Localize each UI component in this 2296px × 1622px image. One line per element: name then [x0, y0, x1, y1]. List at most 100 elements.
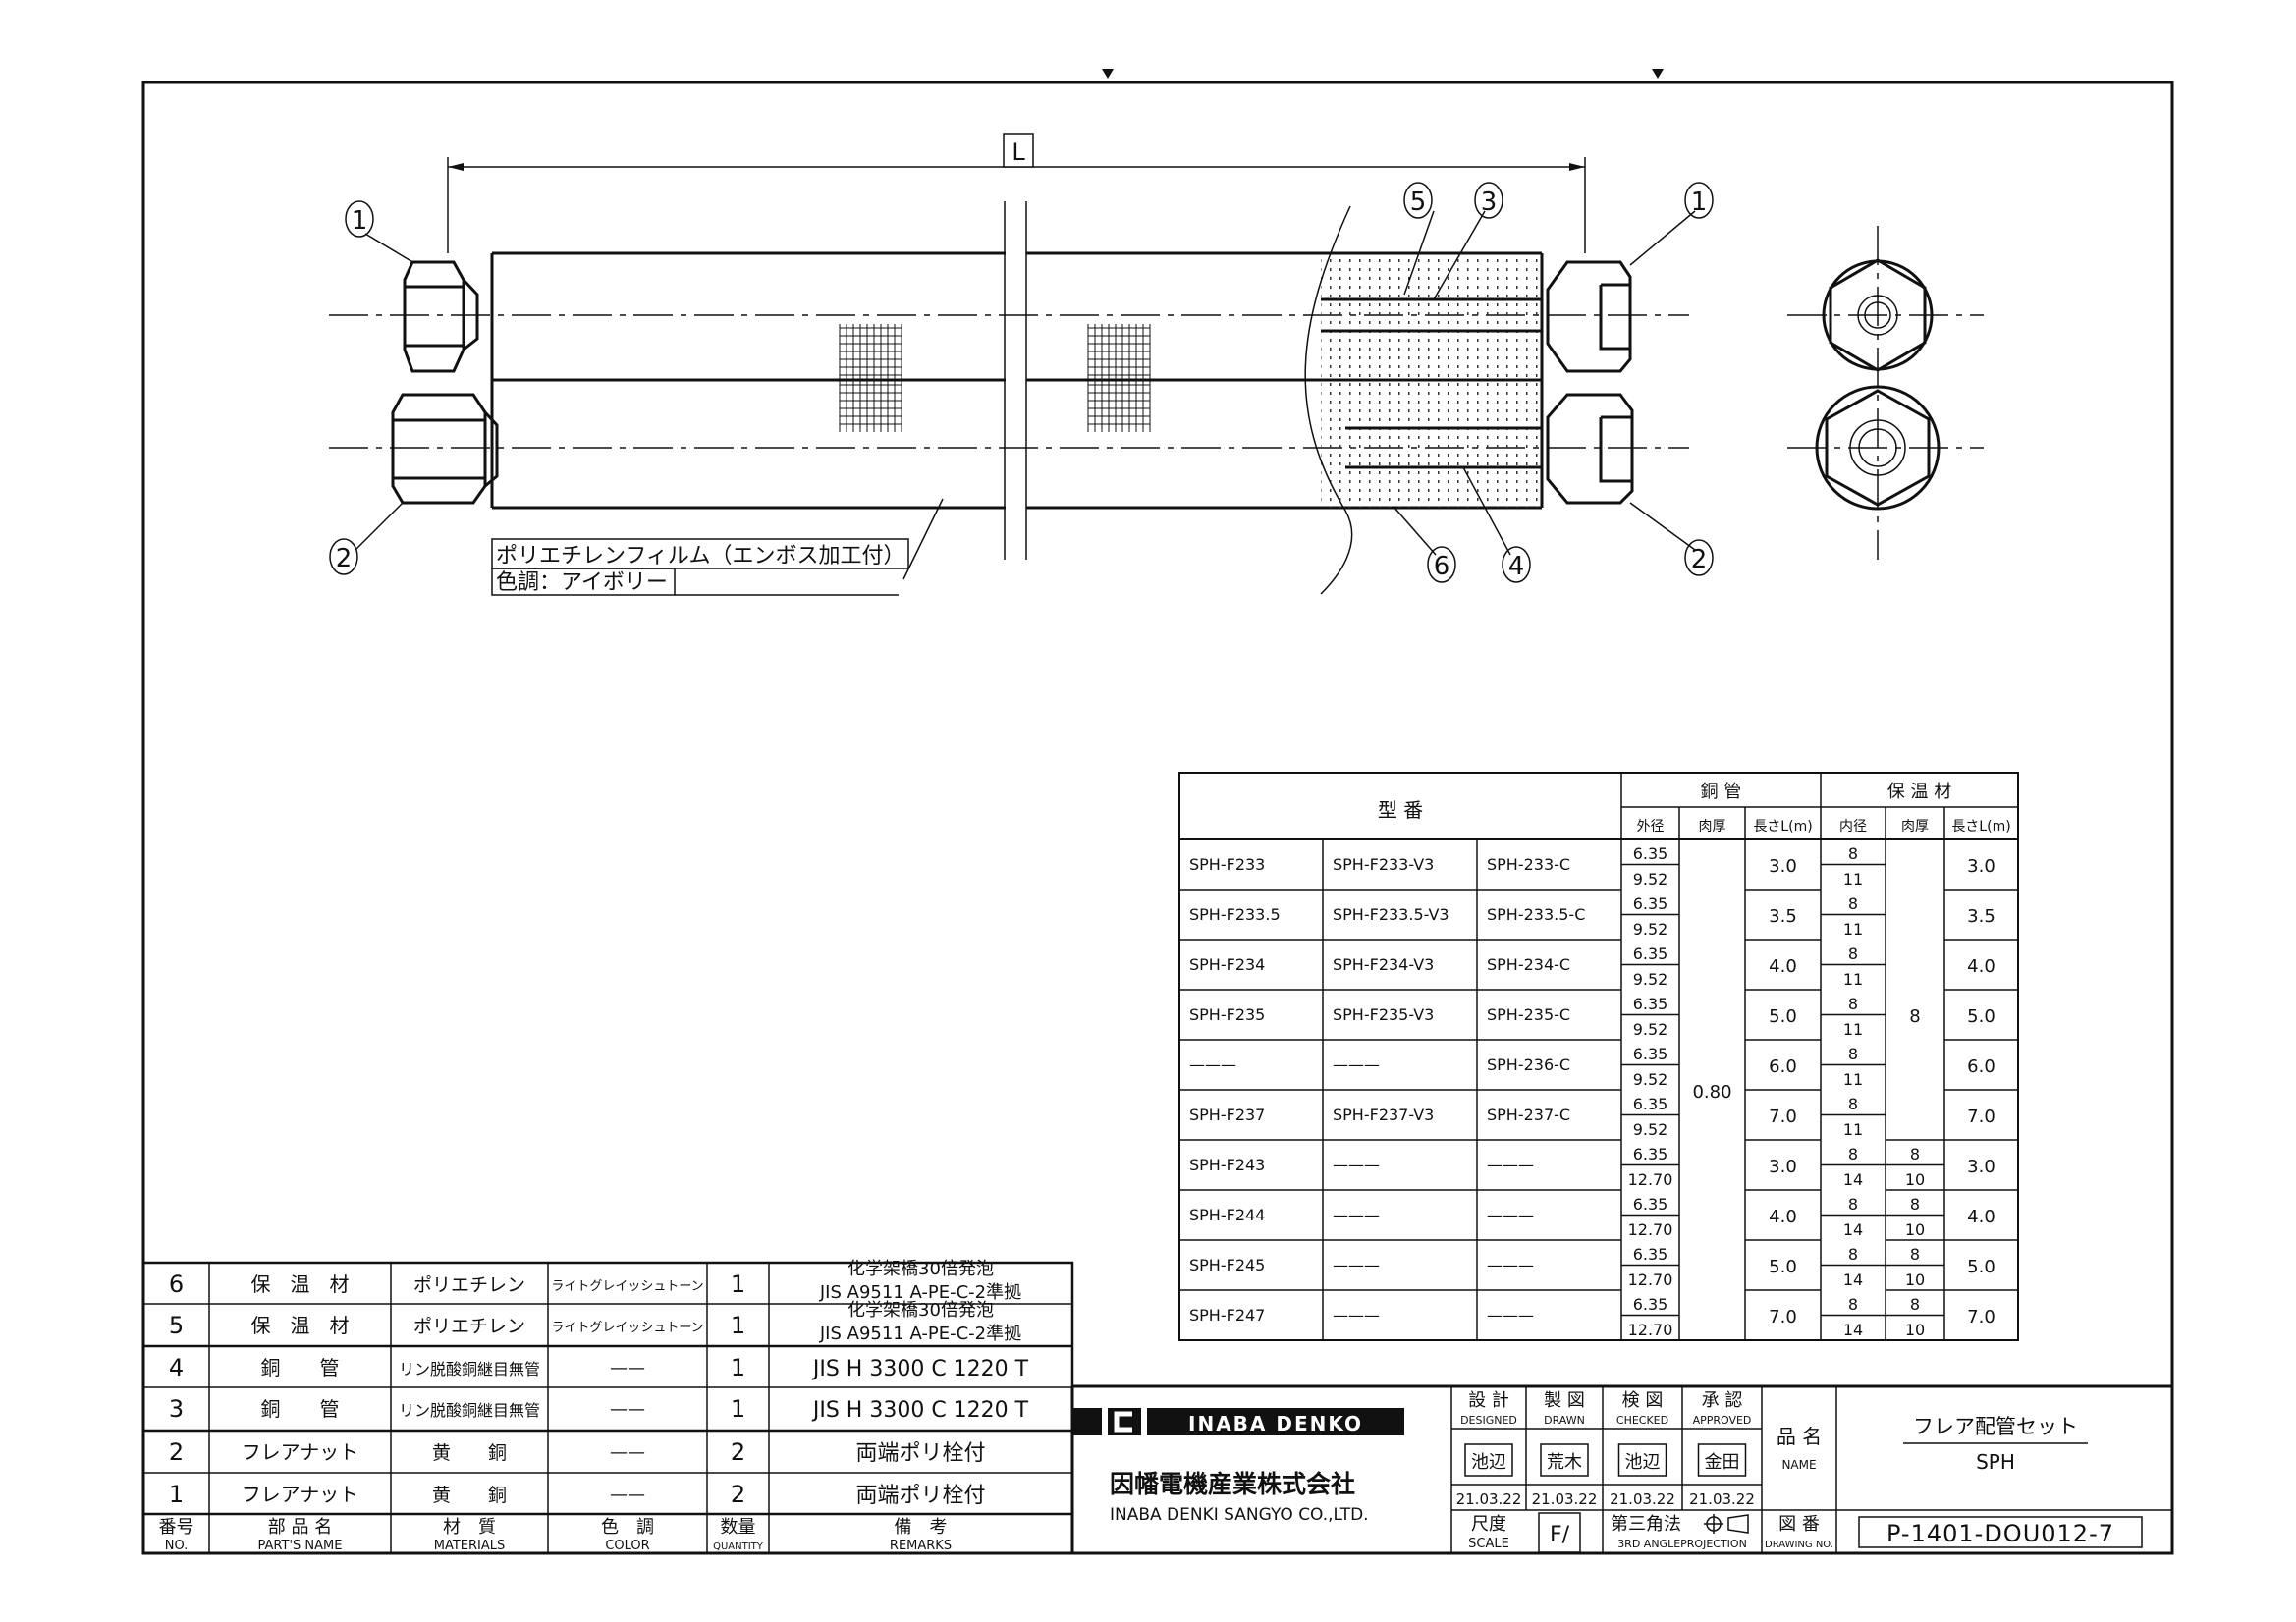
model-number: SPH-F234	[1189, 955, 1265, 974]
model-number: SPH-F233.5-V3	[1333, 905, 1449, 924]
insulation-length: 3.5	[1967, 906, 1995, 927]
outer-diameter: 6.35	[1633, 844, 1668, 863]
part-number: 6	[169, 1271, 184, 1298]
copper-length: 3.0	[1769, 1157, 1797, 1177]
model-number: ———	[1189, 1055, 1236, 1074]
part-quantity: 1	[731, 1271, 745, 1298]
balloon-2-right: 2	[1684, 539, 1714, 576]
part-remarks: JIS A9511 A-PE-C-2準拠	[819, 1282, 1021, 1303]
role-label: 製 図	[1544, 1390, 1585, 1411]
insulation-wall: 8	[1910, 1245, 1920, 1264]
part-material: リン脱酸銅継目無管	[399, 1360, 540, 1379]
copper-length: 3.5	[1769, 906, 1797, 927]
role-label: 検 図	[1622, 1390, 1664, 1411]
outer-diameter: 6.35	[1633, 1245, 1668, 1264]
balloon-4: 4	[1502, 546, 1531, 583]
part-balloons: 1 5 3 1 2 6 4 2	[329, 182, 1714, 583]
role-person: 池辺	[1471, 1452, 1506, 1473]
model-number: ———	[1333, 1156, 1380, 1174]
inner-diameter: 8	[1848, 1195, 1858, 1214]
outer-diameter: 6.35	[1633, 1145, 1668, 1163]
column-header: 備 考	[895, 1517, 948, 1538]
part-quantity: 1	[731, 1312, 745, 1339]
role-label-en: APPROVED	[1693, 1414, 1752, 1427]
part-remarks: 両端ポリ栓付	[855, 1441, 985, 1466]
model-number: ———	[1333, 1306, 1380, 1325]
brand-name: INABA DENKO	[1188, 1412, 1363, 1435]
part-remarks: 化学架橋30倍発泡	[847, 1259, 994, 1279]
inner-diameter: 8	[1848, 1145, 1858, 1163]
insulation-wall: 8	[1910, 1295, 1920, 1314]
inner-diameter: 11	[1843, 870, 1863, 889]
insulation-wall-common: 8	[1909, 1006, 1920, 1027]
inner-diameter: 11	[1843, 1120, 1863, 1139]
column-header-en: PART'S NAME	[258, 1539, 343, 1553]
model-number: SPH-236-C	[1487, 1055, 1570, 1074]
color-note: 色調：アイボリー	[496, 570, 668, 595]
inner-diameter: 14	[1843, 1220, 1863, 1239]
part-material: ポリエチレン	[413, 1316, 525, 1337]
model-number: SPH-235-C	[1487, 1005, 1570, 1024]
part-material: ポリエチレン	[413, 1274, 525, 1296]
role-label: 承 認	[1702, 1390, 1743, 1411]
part-quantity: 1	[731, 1354, 745, 1381]
sub-header: 内径	[1839, 819, 1867, 835]
part-quantity: 2	[731, 1438, 745, 1466]
sub-header: 長さL(m)	[1753, 819, 1812, 835]
model-header: 型 番	[1378, 798, 1423, 822]
inner-diameter: 8	[1848, 1295, 1858, 1314]
drawing-number: P-1401-DOU012-7	[1886, 1520, 2114, 1547]
balloon-6: 6	[1427, 546, 1456, 583]
projection-label: 第三角法	[1611, 1514, 1681, 1535]
role-date: 21.03.22	[1532, 1490, 1598, 1508]
balloon-1-left: 1	[345, 200, 374, 238]
model-number: SPH-F233	[1189, 855, 1265, 874]
column-header-en: QUANTITY	[713, 1541, 764, 1552]
part-number: 2	[169, 1438, 184, 1466]
model-number: SPH-234-C	[1487, 955, 1570, 974]
sub-header: 肉厚	[1901, 819, 1929, 835]
inner-diameter: 11	[1843, 1070, 1863, 1089]
model-number: SPH-F235	[1189, 1005, 1265, 1024]
copper-pipe-header: 銅 管	[1701, 782, 1742, 802]
copper-wall-thickness: 0.80	[1692, 1082, 1731, 1103]
outer-diameter: 9.52	[1633, 920, 1668, 939]
model-number: SPH-F233-V3	[1333, 855, 1434, 874]
column-header: 材 質	[443, 1517, 496, 1538]
company-logo	[1072, 1408, 1102, 1435]
balloon-2-left: 2	[329, 538, 358, 575]
model-number: SPH-F237-V3	[1333, 1106, 1434, 1124]
part-material: 黄 銅	[432, 1485, 507, 1506]
insulation-length: 5.0	[1967, 1257, 1995, 1277]
insulation-length: 4.0	[1967, 1207, 1995, 1227]
part-number: 4	[169, 1354, 184, 1381]
balloon-5: 5	[1403, 182, 1433, 219]
model-number: SPH-F237	[1189, 1106, 1265, 1124]
insulation-wall: 10	[1905, 1170, 1925, 1189]
role-date: 21.03.22	[1610, 1490, 1675, 1508]
model-number: SPH-233-C	[1487, 855, 1570, 874]
dimension-label: L	[1011, 138, 1025, 166]
model-number: SPH-233.5-C	[1487, 905, 1585, 924]
insulation-length: 5.0	[1967, 1006, 1995, 1027]
part-color: ライトグレイッシュトーン	[551, 1321, 703, 1335]
inner-diameter: 8	[1848, 894, 1858, 913]
part-number: 5	[169, 1312, 184, 1339]
part-name: 保 温 材	[251, 1314, 350, 1337]
insulation-wall: 10	[1905, 1271, 1925, 1289]
third-angle-projection-icon	[1704, 1514, 1749, 1534]
inner-diameter: 11	[1843, 920, 1863, 939]
svg-text:2: 2	[336, 544, 353, 573]
balloon-3: 3	[1474, 182, 1503, 219]
insulation-wall: 10	[1905, 1220, 1925, 1239]
film-note: ポリエチレンフィルム（エンボス加工付）	[496, 544, 904, 568]
outer-diameter: 9.52	[1633, 1020, 1668, 1039]
model-number: ———	[1487, 1156, 1534, 1174]
outer-diameter: 12.70	[1628, 1271, 1673, 1289]
